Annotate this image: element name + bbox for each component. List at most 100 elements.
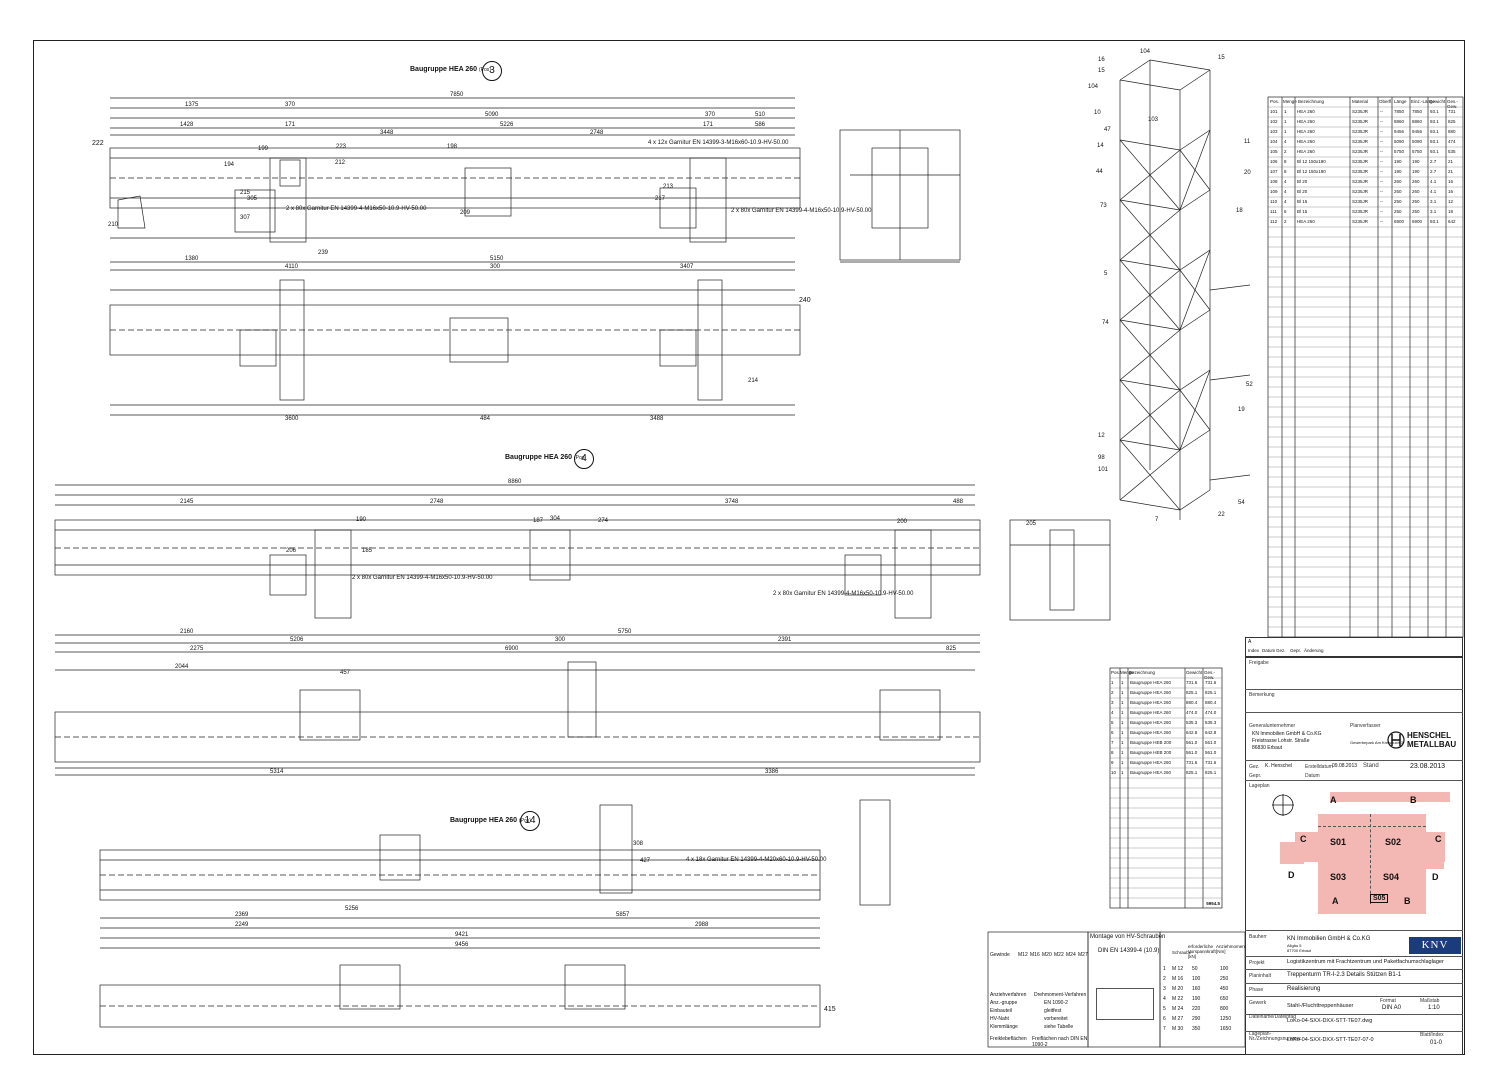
pos-label: 239 xyxy=(318,250,329,256)
pos-label: 415 xyxy=(824,1006,836,1013)
bolt-drawing xyxy=(1096,988,1154,1020)
separator xyxy=(1245,712,1463,713)
bolt-header: M27 xyxy=(1078,952,1088,958)
dim-text: 5750 xyxy=(618,629,632,635)
bolt-header: M22 xyxy=(1054,952,1064,958)
parts-cell: 642 xyxy=(1448,219,1456,224)
erstelldatum-value: 09.08.2013 xyxy=(1332,763,1358,769)
torque-cell: M 12 xyxy=(1172,966,1184,972)
parts-cell: -- xyxy=(1380,149,1383,154)
parts-cell: 1 xyxy=(1121,690,1124,695)
tower-label: 7 xyxy=(1155,517,1159,523)
parts-cell: HEA 260 xyxy=(1297,219,1315,224)
parts-cell: S235JR xyxy=(1352,119,1369,124)
torque-cell: M 20 xyxy=(1172,986,1184,992)
tower-label: 104 xyxy=(1088,84,1099,90)
parts-cell: 110 xyxy=(1270,199,1278,204)
parts-cell: 2 xyxy=(1284,149,1287,154)
revision-header: Index xyxy=(1248,648,1260,653)
bolt-row: Freiflächen nach DIN EN 1090-2 xyxy=(1032,1036,1088,1048)
format-value: DIN A0 xyxy=(1382,1005,1402,1011)
parts-cell: Bl 15 xyxy=(1297,209,1308,214)
dim-text: 586 xyxy=(755,122,766,128)
torque-cell: 160 xyxy=(1192,986,1201,992)
tower-label: 98 xyxy=(1098,455,1105,461)
pos-label: 307 xyxy=(240,215,251,221)
parts-cell: S235JR xyxy=(1352,109,1369,114)
dateiname-value: LoKo-04-SXX-DXX-STT-TE07.dwg xyxy=(1287,1018,1373,1024)
henschel-logo-icon xyxy=(1387,731,1405,749)
stand-label: Stand xyxy=(1363,763,1379,769)
parts-cell: Bl 20 xyxy=(1297,179,1308,184)
dim-text: 510 xyxy=(755,112,766,118)
pos-label: 274 xyxy=(598,518,609,524)
gepr-label: Gepr. xyxy=(1249,773,1262,779)
dim-text: 3448 xyxy=(380,130,394,136)
parts-cell: 535.3 xyxy=(1205,720,1217,725)
parts-cell: 190 xyxy=(1394,169,1402,174)
cut-label: D xyxy=(1432,872,1439,882)
dim-text: 370 xyxy=(705,112,716,118)
parts-cell: 1 xyxy=(1121,740,1124,745)
planverfasser-label: Planverfasser xyxy=(1350,723,1381,729)
dim-text: 5256 xyxy=(345,906,359,912)
parts-cell: -- xyxy=(1380,189,1383,194)
revision-header: Gepr. xyxy=(1290,648,1302,653)
parts-cell: 8 xyxy=(1111,750,1114,755)
parts-cell: 825.1 xyxy=(1186,690,1198,695)
parts-cell: Baugruppe HEB 200 xyxy=(1130,750,1172,755)
parts-cell: Baugruppe HEA 260 xyxy=(1130,730,1172,735)
parts-total: 5954.5 xyxy=(1206,901,1220,906)
parts-cell: 2.7 xyxy=(1430,159,1437,164)
auftraggeber-name: KN Immobilien GmbH & Co.KG xyxy=(1252,731,1322,737)
parts-cell: S235JR xyxy=(1352,129,1369,134)
dim-text: 9421 xyxy=(455,932,469,938)
tower-label: 15 xyxy=(1098,68,1105,74)
parts-cell: -- xyxy=(1380,109,1383,114)
pos-label: 240 xyxy=(799,297,811,304)
auftraggeber-line2: Freistrasse Lohstr. Straße xyxy=(1252,738,1310,744)
pos-label: 214 xyxy=(748,378,759,384)
parts-cell: 250 xyxy=(1412,199,1420,204)
plan-tile xyxy=(1318,814,1426,914)
parts-cell: Baugruppe HEA 260 xyxy=(1130,680,1172,685)
tower-label: 101 xyxy=(1098,467,1109,473)
parts-cell: HEA 260 xyxy=(1297,139,1315,144)
bolt-header: M12 xyxy=(1018,952,1028,958)
parts-cell: 5750 xyxy=(1412,149,1423,154)
torque-cell: 220 xyxy=(1192,1006,1201,1012)
parts-cell: HEA 260 xyxy=(1297,119,1315,124)
parts-cell: 8 xyxy=(1284,159,1287,164)
parts-cell: S235JR xyxy=(1352,139,1369,144)
parts-cell: -- xyxy=(1380,179,1383,184)
parts-cell: Bl 15 xyxy=(1297,199,1308,204)
parts-cell: 16 xyxy=(1448,179,1454,184)
torque-cell: 100 xyxy=(1192,976,1201,982)
parts-cell: 1 xyxy=(1121,700,1124,705)
parts-cell: 93.1 xyxy=(1430,149,1439,154)
separator xyxy=(1245,983,1463,984)
parts-cell: 18 xyxy=(1448,209,1454,214)
parts-cell: S235JR xyxy=(1352,149,1369,154)
tower-label: 104 xyxy=(1140,49,1151,55)
parts-cell: S235JR xyxy=(1352,179,1369,184)
tower-label: 5 xyxy=(1104,271,1108,277)
bolt-row: Klemmlänge xyxy=(990,1024,1018,1030)
torque-cell: 800 xyxy=(1220,1006,1229,1012)
parts-cell: 880.4 xyxy=(1186,700,1198,705)
bolt-header: M16 xyxy=(1030,952,1040,958)
tower-label: 47 xyxy=(1104,127,1111,133)
parts-cell: 93.1 xyxy=(1430,129,1439,134)
pos-label: 222 xyxy=(92,140,104,147)
parts-cell: Baugruppe HEA 260 xyxy=(1130,770,1172,775)
planinhalt-value: Treppenturm TR-I-2.3 Details Stützen B1-… xyxy=(1287,972,1402,978)
parts-cell: 8 xyxy=(1284,169,1287,174)
format-label: Format xyxy=(1380,998,1396,1004)
parts-cell: 190 xyxy=(1412,159,1420,164)
torque-cell: 7 xyxy=(1163,1026,1166,1032)
parts-cell: 825 xyxy=(1448,119,1456,124)
phase-value: Realisierung xyxy=(1287,986,1321,992)
bauherr-value: KN Immobilien GmbH & Co.KG xyxy=(1287,936,1371,942)
pos-label: 308 xyxy=(633,841,644,847)
parts-header: Oberfl. xyxy=(1379,99,1393,104)
